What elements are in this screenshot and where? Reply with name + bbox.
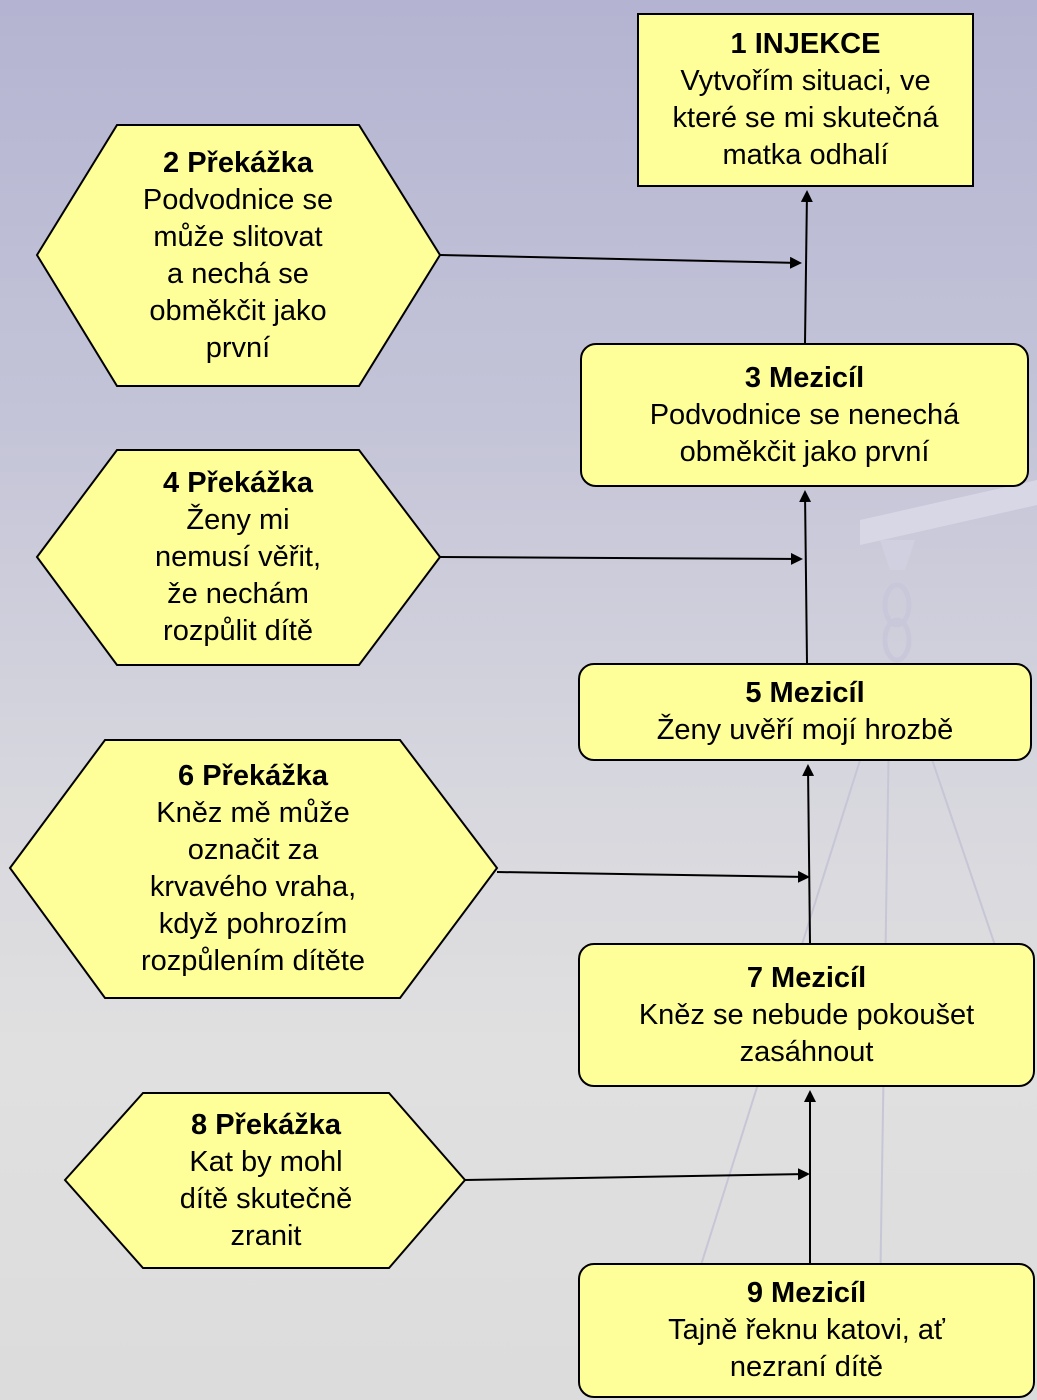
- arrow-4-to-chain: [439, 552, 803, 565]
- hexagon-6: [8, 739, 499, 999]
- arrow-3-to-1: [800, 190, 813, 344]
- node-6-text: Kněz mě může označit za krvavého vraha, …: [140, 797, 366, 977]
- arrow-2-to-chain: [439, 254, 802, 269]
- node-9-title: 9 Mezicíl: [746, 1277, 867, 1309]
- node-8-title: 8 Překážka: [191, 1108, 341, 1141]
- node-6-obstacle: 6 Překážka Kněz mě může označit za krvav…: [60, 740, 446, 998]
- arrow-8-to-chain: [464, 1168, 810, 1181]
- node-2-text: Podvodnice se může slitovat a nechá se o…: [142, 183, 334, 364]
- node-4-obstacle: 4 Překážka Ženy mi nemusí věřit, že nech…: [80, 450, 396, 665]
- node-3-subgoal: 3 Mezicíl Podvodnice se nenechá obměkčit…: [580, 343, 1029, 487]
- arrow-5-to-3: [799, 490, 812, 664]
- node-8-obstacle: 8 Překážka Kat by mohl dítě skutečně zra…: [110, 1093, 422, 1268]
- node-7-text: Kněz se nebude pokoušet zasáhnout: [638, 998, 975, 1068]
- node-9-subgoal: 9 Mezicíl Tajně řeknu katovi, ať nezraní…: [578, 1263, 1035, 1398]
- node-4-text: Ženy mi nemusí věřit, že nechám rozpůlit…: [155, 504, 321, 647]
- node-1-title: 1 INJEKCE: [730, 28, 881, 60]
- node-4-title: 4 Překážka: [163, 467, 313, 499]
- hexagon-8: [63, 1092, 467, 1269]
- arrow-6-to-chain: [496, 870, 810, 883]
- node-1-text: Vytvořím situaci, ve které se mi skutečn…: [672, 65, 939, 171]
- arrow-7-to-5: [802, 764, 815, 944]
- node-9-text: Tajně řeknu katovi, ať nezraní dítě: [668, 1314, 945, 1383]
- node-1-injekce: 1 INJEKCE Vytvořím situaci, ve které se …: [637, 13, 974, 187]
- node-3-title: 3 Mezicíl: [744, 361, 865, 394]
- hexagon-2: [35, 124, 442, 387]
- node-5-subgoal: 5 Mezicíl Ženy uvěří mojí hrozbě: [578, 663, 1032, 761]
- node-3-text: Podvodnice se nenechá obměkčit jako prvn…: [649, 398, 960, 468]
- node-5-text: Ženy uvěří mojí hrozbě: [656, 714, 954, 746]
- node-2-title: 2 Překážka: [163, 146, 313, 179]
- node-5-title: 5 Mezicíl: [745, 677, 865, 709]
- node-7-title: 7 Mezicíl: [746, 961, 867, 994]
- node-6-title: 6 Překážka: [178, 760, 328, 792]
- hexagon-4: [35, 449, 442, 666]
- node-2-obstacle: 2 Překážka Podvodnice se může slitovat a…: [80, 125, 396, 386]
- node-8-text: Kat by mohl dítě skutečně zranit: [179, 1145, 353, 1252]
- node-7-subgoal: 7 Mezicíl Kněz se nebude pokoušet zasáhn…: [578, 943, 1035, 1087]
